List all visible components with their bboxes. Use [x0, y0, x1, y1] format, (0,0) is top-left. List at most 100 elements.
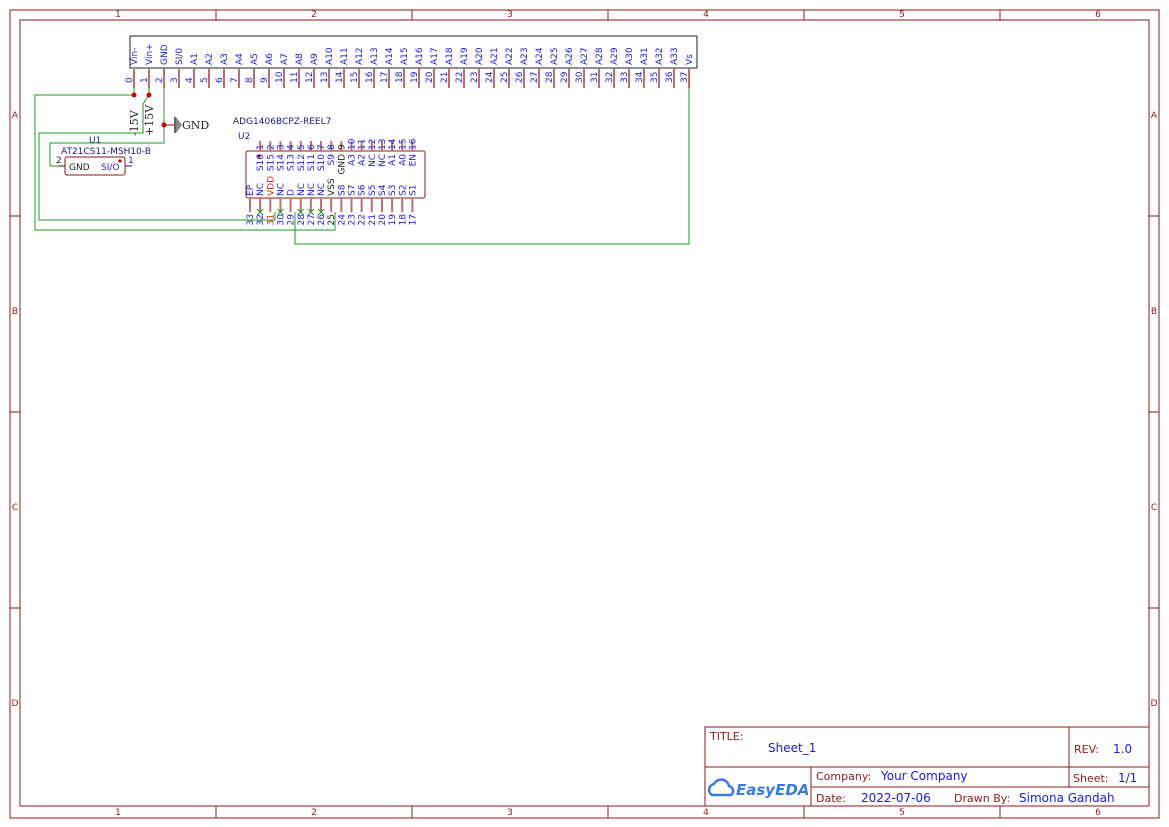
- connector-pin-number: 24: [485, 71, 495, 83]
- u2-pin-name: S14: [276, 154, 286, 171]
- connector-pin-name: A1: [190, 53, 200, 65]
- title-label: TITLE:: [709, 730, 743, 743]
- connector-pin-name: A20: [475, 47, 485, 65]
- connector-pin-name: Vs: [685, 54, 695, 65]
- schematic-shape: [9, 9, 1160, 819]
- connector-pin-number: 29: [560, 71, 570, 83]
- wires: GND -15V +15V: [34, 88, 690, 245]
- u2-pin-name: S3: [388, 185, 398, 196]
- u2-pin-number: 2: [266, 144, 276, 150]
- column-marker: 3: [507, 10, 513, 20]
- column-marker: 6: [1095, 808, 1101, 818]
- connector-pin-name: A5: [250, 53, 260, 65]
- u2-pin-number: 12: [368, 139, 378, 150]
- u2-pin-name: S4: [378, 184, 388, 196]
- connector-pin-name: A12: [355, 47, 365, 65]
- connector-pin-number: 3: [170, 77, 180, 83]
- no-connect-icon: [277, 208, 284, 216]
- column-marker: 5: [899, 10, 905, 20]
- rev-label: REV:: [1074, 743, 1099, 756]
- u2-pin-number: 19: [388, 214, 398, 226]
- row-marker: C: [1151, 503, 1157, 513]
- connector-pin-number: 23: [470, 72, 480, 83]
- u1-pin-num-2: 2: [56, 156, 62, 166]
- connector-pin-name: A6: [265, 53, 275, 65]
- connector-pin-number: 11: [290, 72, 300, 83]
- u2-pin-name: VSS: [327, 178, 337, 196]
- no-connect-icon: [256, 208, 264, 216]
- connector-pin-name: A3: [220, 53, 230, 65]
- connector-pin-name: A14: [385, 47, 395, 65]
- u2-pin-number: 28: [297, 214, 307, 226]
- connector-pin-name: Vin+: [145, 43, 155, 65]
- connector-pin-number: 14: [335, 71, 345, 83]
- u2-pin-name: S9: [327, 154, 337, 166]
- connector-pin-number: 12: [305, 72, 315, 83]
- u2-pin-number: 26: [317, 214, 327, 226]
- u2-pin-number: 21: [368, 214, 378, 225]
- schematic-shape: [118, 159, 122, 163]
- u2-pin-name: S7: [348, 185, 358, 196]
- u2-pin-name: S2: [398, 185, 408, 196]
- connector-pin-number: 1: [140, 77, 150, 83]
- connector-pin-name: A7: [280, 53, 290, 65]
- connector-pin-name: A33: [670, 47, 680, 65]
- column-marker: 5: [899, 808, 905, 818]
- u2-pin-name: A0: [398, 154, 408, 166]
- column-marker: 1: [115, 808, 121, 818]
- column-marker: 4: [703, 10, 709, 20]
- connector-header[interactable]: Vin-0Vin+1GND2SI/03A14A25A36A47A58A69A71…: [125, 35, 698, 88]
- net-label-neg15: -15V: [128, 109, 141, 136]
- connector-pin-number: 7: [230, 77, 240, 83]
- u1-pin-sio: SI/O: [101, 163, 119, 173]
- connector-pin-number: 18: [395, 71, 405, 83]
- u2-pin-name: A1: [388, 154, 398, 166]
- sheet-label: Sheet:: [1073, 772, 1109, 785]
- title-value: Sheet_1: [768, 741, 816, 755]
- connector-pin-number: 34: [635, 71, 645, 83]
- u2-pin-number: 32: [256, 214, 266, 225]
- connector-pin-number: 20: [425, 71, 435, 83]
- u2-pin-number: 5: [297, 144, 307, 150]
- connector-pin-number: 16: [365, 71, 375, 83]
- connector-pin-number: 27: [530, 72, 540, 83]
- connector-pin-number: 10: [275, 71, 285, 83]
- u2-pin-number: 22: [358, 214, 368, 225]
- connector-pin-name: A31: [640, 47, 650, 65]
- company-value: Your Company: [880, 769, 968, 783]
- u2-pin-name: EP: [246, 184, 256, 196]
- connector-pin-name: A18: [445, 47, 455, 65]
- component-u1[interactable]: U1 AT21CS11-MSH10-B GND SI/O 2 1: [56, 136, 151, 176]
- junction: [146, 92, 152, 98]
- row-marker: C: [12, 503, 18, 513]
- u2-ref: U2: [238, 132, 250, 142]
- connector-pin-number: 9: [260, 77, 270, 83]
- u2-pin-number: 23: [348, 214, 358, 225]
- row-marker: B: [12, 307, 18, 317]
- connector-pin-number: 36: [665, 71, 675, 83]
- connector-pin-number: 31: [590, 72, 600, 83]
- connector-pin-number: 33: [620, 72, 630, 83]
- net-label-pos15: +15V: [143, 104, 156, 136]
- connector-pin-name: A10: [325, 47, 335, 65]
- u2-pin-name: A2: [358, 154, 368, 166]
- schematic-shape: [707, 778, 735, 797]
- u1-pin-gnd: GND: [69, 163, 90, 173]
- connector-pin-number: 28: [545, 71, 555, 83]
- u2-pin-name: GND: [337, 154, 347, 175]
- easyeda-logo-icon: EasyEDA: [707, 778, 809, 799]
- u2-pin-name: S1: [408, 185, 418, 196]
- u2-pin-name: NC: [256, 183, 266, 196]
- gnd-symbol-icon: [174, 117, 182, 133]
- u2-part: ADG1406BCPZ-REEL7: [233, 117, 331, 127]
- u2-pin-name: NC: [276, 183, 286, 196]
- connector-pin-name: A4: [235, 53, 245, 65]
- u2-pin-name: S8: [337, 184, 347, 196]
- connector-pin-name: A29: [610, 47, 620, 65]
- u2-body: [245, 150, 426, 199]
- u2-pin-name: NC: [368, 154, 378, 167]
- net-label-gnd: GND: [182, 119, 209, 132]
- component-u2[interactable]: ADG1406BCPZ-REEL7 U2 1S162S153S144S135S1…: [233, 117, 426, 226]
- connector-pin-number: 8: [245, 77, 255, 83]
